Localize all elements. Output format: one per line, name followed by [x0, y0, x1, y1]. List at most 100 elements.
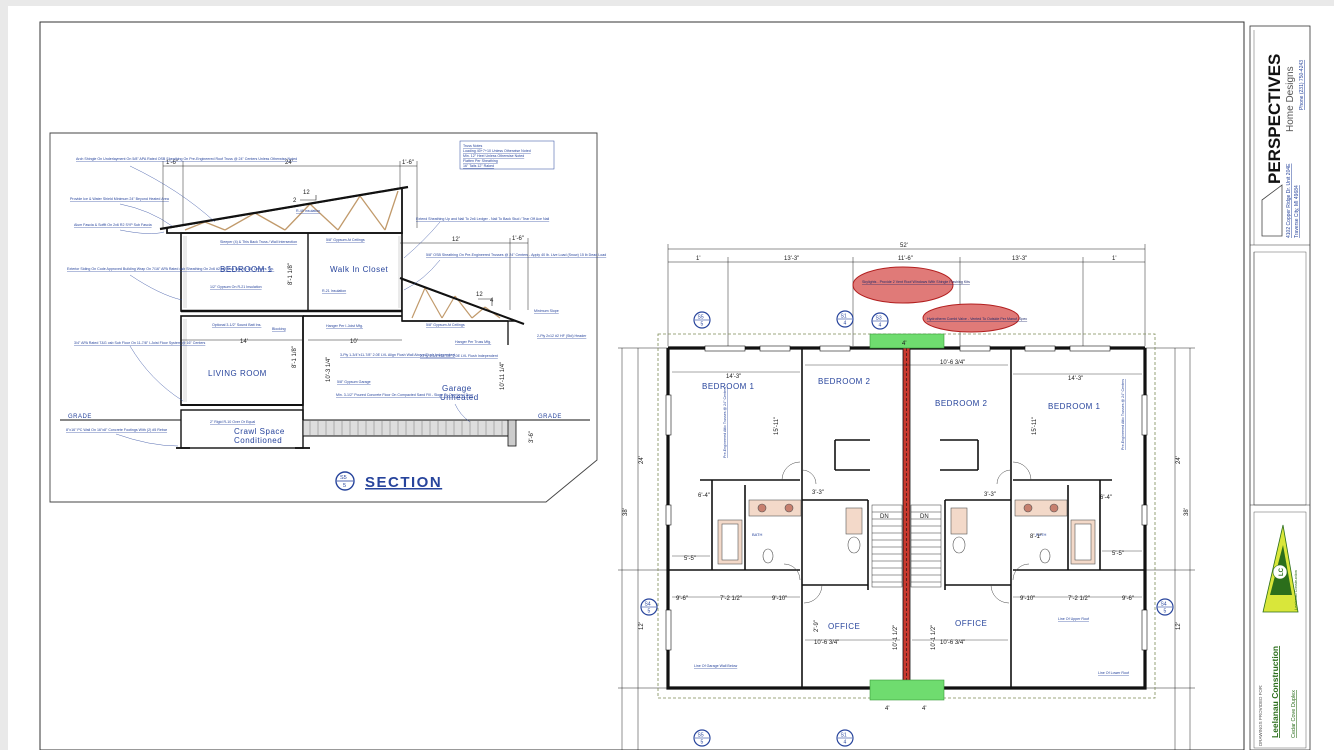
section-title: SECTION	[365, 474, 442, 491]
main-roof-truss	[159, 185, 409, 234]
svg-text:Provide Ice & Water Shield Min: Provide Ice & Water Shield Minimum 24" B…	[70, 197, 169, 201]
svg-text:2-Ply 2x12 #2 HF (Std) Header: 2-Ply 2x12 #2 HF (Std) Header	[537, 334, 587, 338]
plan-dim-lower-h-right: 12'	[1176, 622, 1182, 630]
svg-text:Skylights - Provide 2 Vent Roo: Skylights - Provide 2 Vent Roof Windows …	[862, 280, 970, 284]
dim-right-over: 1'-6"	[512, 236, 524, 242]
lc-logo-icon	[1262, 524, 1299, 613]
svg-text:3/4" APA Rated T&G osb Sub Flo: 3/4" APA Rated T&G osb Sub Floor On 11-7…	[74, 341, 206, 345]
callout-label: S1	[841, 733, 847, 739]
pitch-main-rise: 2	[293, 198, 297, 204]
truss-note: Truss Notes	[463, 144, 482, 148]
house-logo-icon	[1261, 184, 1283, 237]
plan-dim-office-h: 2'-9"	[814, 620, 820, 632]
section-room-crawl-2: Conditioned	[234, 436, 282, 445]
plan-dim-d1: 1'	[696, 256, 700, 262]
plan-dim-left-end: 9'-10"	[772, 596, 787, 602]
svg-text:Sleeper (4) & This Back Truss: Sleeper (4) & This Back Truss / Wall Int…	[220, 240, 297, 244]
callout-sub: 5	[701, 322, 704, 328]
pitch-garage-run: 12	[476, 292, 483, 298]
revision-cloud-skylights: Skylights - Provide 2 Vent Roof Windows …	[852, 266, 970, 304]
callout-sub: 5	[1164, 609, 1167, 615]
plan-dim-mid-right-w: 10'-6 3/4"	[940, 360, 965, 366]
address-line-2: Traverse City, MI 49684	[1294, 185, 1300, 238]
callout-label: S4	[645, 602, 651, 608]
plan-room-bed1-left: BEDROOM 1	[702, 382, 755, 391]
truss-note: Loading 40+7+10 Unless Otherwise Noted	[463, 149, 531, 153]
bath-label-right: BATH	[1036, 532, 1046, 537]
svg-text:Hanger Per I-Joist Mfg.: Hanger Per I-Joist Mfg.	[326, 324, 363, 328]
section-room-garage-1: Garage	[442, 384, 472, 393]
svg-text:Alum Fascia & Soffit On 2x6 R2: Alum Fascia & Soffit On 2x6 R2 SYP Sub F…	[74, 223, 152, 227]
green-area-top	[869, 333, 945, 349]
bath-label-left: BATH	[752, 532, 762, 537]
plan-dim-wall4-bl: 4'	[885, 706, 889, 712]
svg-text:5/8" Gypsum At Ceilings: 5/8" Gypsum At Ceilings	[426, 323, 465, 327]
svg-text:R-49 Insulation: R-49 Insulation	[296, 209, 320, 213]
plan-dim-overall-h: 38'	[623, 508, 629, 516]
plan-note-upper-roof: Line Of Upper Roof	[1058, 617, 1089, 621]
svg-text:2" Rigid R-10 Over Or Equal: 2" Rigid R-10 Over Or Equal	[210, 420, 255, 424]
svg-text:5/8" OSB Sheathing On Pre-Engi: 5/8" OSB Sheathing On Pre-Engineered Tru…	[426, 253, 606, 257]
bath-fixtures	[717, 499, 1096, 565]
dim-floor-span: 14'	[240, 339, 248, 345]
floor-plan: 52' 1' 13'-3" 11'-6" 13'-3" 1' 38' 38' 2…	[618, 243, 1195, 750]
callout-sub: 5	[648, 609, 651, 615]
plan-dim-closet-left: 6'-4"	[698, 493, 710, 499]
truss-note: 16" Tails 12" Raked	[463, 164, 494, 168]
callout-label: S5	[698, 315, 704, 321]
grade-left: GRADE	[68, 414, 92, 420]
plan-room-bed2-right: BEDROOM 2	[935, 399, 988, 408]
roof-outline	[657, 333, 1156, 699]
plan-room-office-left: OFFICE	[828, 622, 860, 631]
plan-dim-overall: 52'	[900, 243, 908, 249]
logo-caption: Leelanau Construction	[1293, 570, 1298, 610]
stair-dn-left: DN	[880, 514, 889, 520]
plan-dim-office-w-left: 10'-6 3/4"	[814, 640, 839, 646]
dim-h-liv: 8'-1 1/8"	[292, 346, 298, 368]
plan-dim-side-h: 24'	[639, 456, 645, 464]
plan-dim-bed-left-w: 14'-3"	[726, 374, 741, 380]
callout-sub: 4	[844, 321, 847, 327]
plan-dim-side-h-right: 24'	[1176, 456, 1182, 464]
dim-h-bed: 8'-1 1/8"	[288, 263, 294, 285]
plan-dim-bath-inner: 8'-1"	[1030, 534, 1042, 540]
plan-dim-d5: 1'	[1112, 256, 1116, 262]
section-callout-bottom: 5	[343, 483, 346, 489]
plan-dim-left-run: 9'-6"	[676, 596, 688, 602]
plan-dim-bed-h-right: 15'-11"	[1032, 417, 1038, 435]
section-view: Truss Notes Loading 40+7+10 Unless Other…	[49, 132, 606, 503]
plan-dim-office-w-right: 10'-6 3/4"	[940, 640, 965, 646]
client-name: Leelanau Construction	[1270, 646, 1280, 738]
callout-label: S4	[1161, 602, 1167, 608]
callout-sub: 4	[879, 323, 882, 329]
plan-dim-wall4-top: 4'	[902, 341, 906, 347]
garage-roof-truss	[399, 277, 525, 345]
svg-text:Blocking: Blocking	[272, 327, 286, 331]
dim-top-mid: 24'	[285, 160, 293, 166]
grade-right: GRADE	[538, 414, 562, 420]
revision-cloud-valve: Hydrotherm Combi Valve - Vented To Outsi…	[922, 303, 1027, 333]
section-callout-top: S5	[340, 475, 347, 481]
plan-dim-d3: 11'-6"	[898, 256, 913, 262]
pitch-main-run: 12	[303, 190, 310, 196]
svg-text:1/2" Gypsum On R-21 Insulation: 1/2" Gypsum On R-21 Insulation	[210, 285, 262, 289]
plan-dim-closet-right: 6'-4"	[1100, 495, 1112, 501]
brand-name: PERSPECTIVES	[1265, 54, 1284, 184]
phone: Phone (231) 750-4243	[1299, 60, 1305, 110]
callout-sub: 4	[844, 740, 847, 746]
callout-label: S1	[841, 314, 847, 320]
address-line-1: 4102 Copper Ridge Dr. Unit 204E	[1286, 163, 1292, 238]
svg-text:R-21 Insulation: R-21 Insulation	[322, 289, 346, 293]
svg-text:Optional 3-1/2" Sound Batt Ins: Optional 3-1/2" Sound Batt Ins.	[212, 323, 261, 327]
title-block: PERSPECTIVES Home Designs 4102 Copper Ri…	[1249, 25, 1311, 750]
plan-dim-overall-h-right: 38'	[1184, 508, 1190, 516]
plan-dim-wall4-br: 4'	[922, 706, 926, 712]
green-area-bottom	[869, 679, 945, 701]
section-notes: Arch Shingle On Underlayment On 5/8" APA…	[66, 157, 606, 432]
svg-text:3-Ply 1-3/4"x11-7/8" 2.0E LVL: 3-Ply 1-3/4"x11-7/8" 2.0E LVL Align Flus…	[340, 353, 455, 357]
logo-letters: LC	[1279, 567, 1285, 576]
sheet-border	[39, 21, 1245, 750]
dim-top-right: 1'-6"	[402, 160, 414, 166]
